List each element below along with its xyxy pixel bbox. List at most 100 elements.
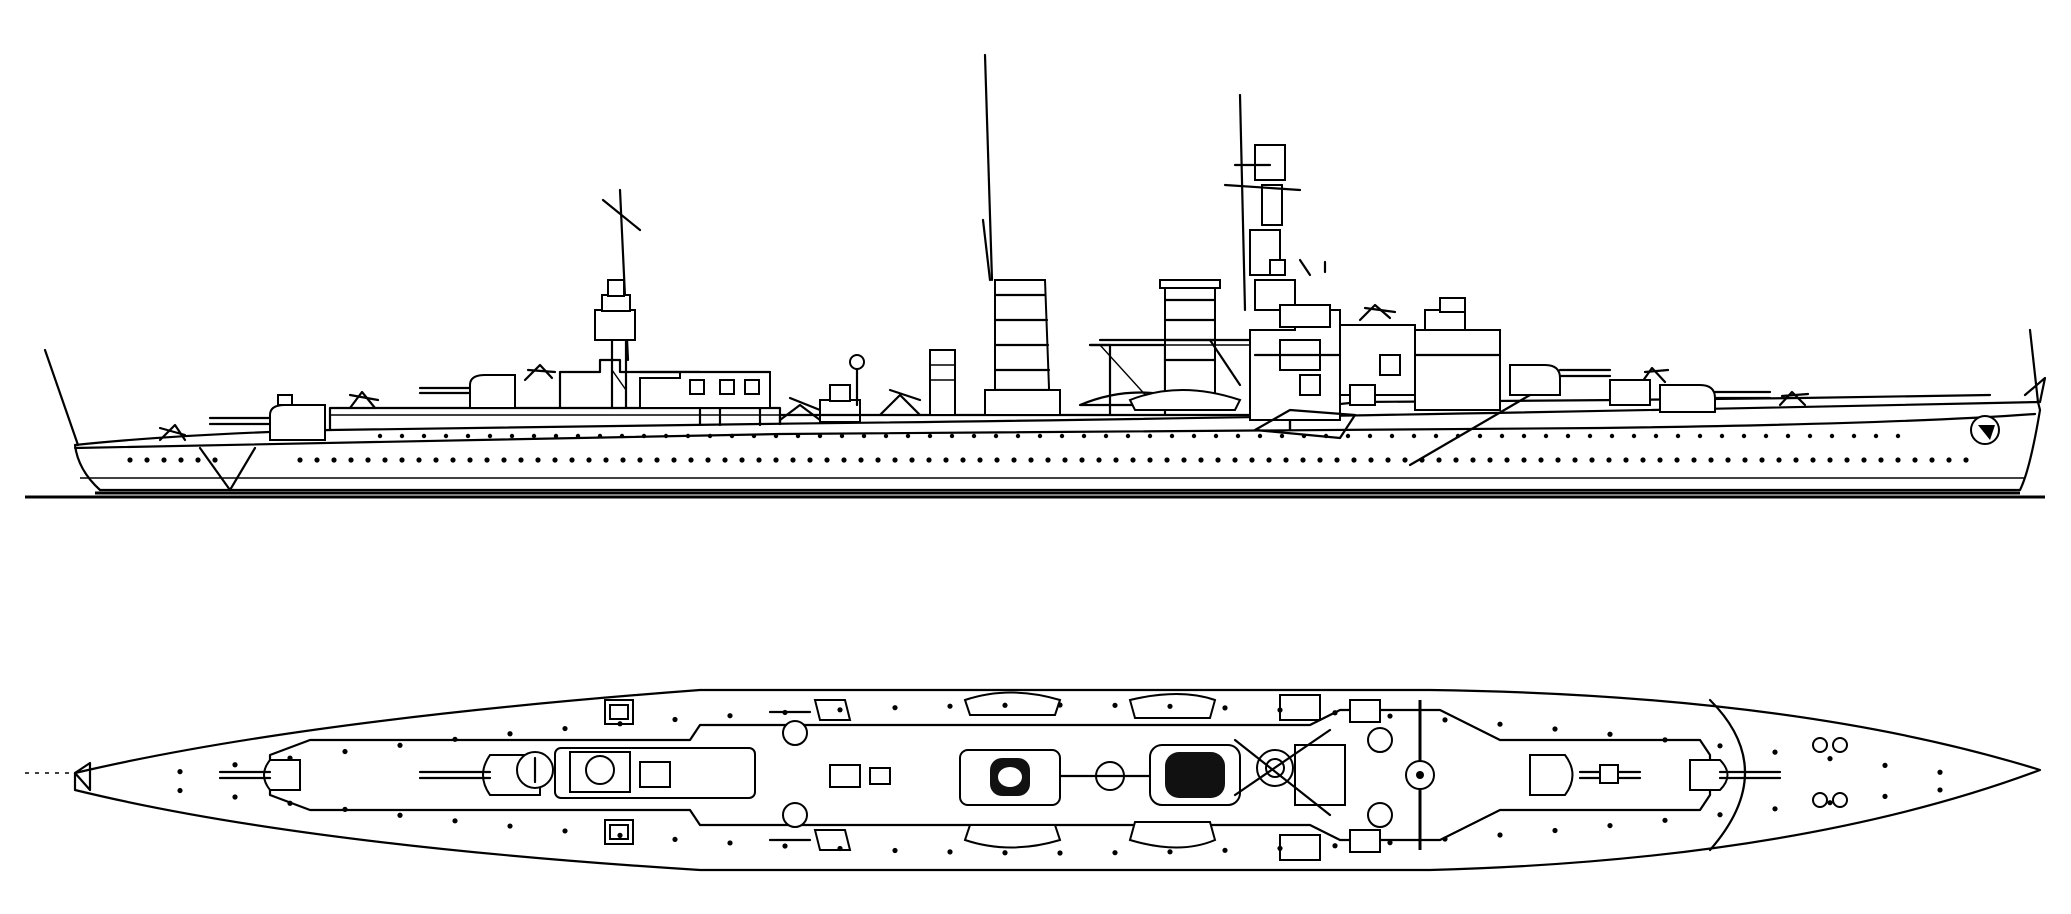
porthole: [861, 433, 867, 439]
deck-fitting: [1332, 843, 1338, 849]
porthole: [1249, 457, 1255, 463]
plan-aa-forward: [1349, 699, 1393, 853]
porthole: [751, 433, 757, 439]
porthole: [1125, 433, 1131, 439]
plan-turret-forward-a: [1689, 759, 1782, 791]
deck-fitting: [782, 843, 788, 849]
porthole: [1929, 457, 1935, 463]
deck-fitting: [727, 713, 733, 719]
plan-deck-box-fwd: [1599, 764, 1619, 784]
porthole: [773, 433, 779, 439]
porthole: [1351, 457, 1357, 463]
porthole: [1113, 457, 1119, 463]
plan-view: [25, 688, 2042, 872]
deck-fitting: [1607, 822, 1613, 829]
side-profile-view: [25, 53, 2047, 499]
deck-fitting: [782, 709, 788, 716]
porthole: [1606, 457, 1612, 463]
deck-fitting: [1937, 769, 1943, 775]
deck-fitting: [1222, 847, 1228, 853]
porthole: [817, 433, 823, 439]
porthole-row-lower: [377, 433, 1901, 439]
aft-turret-b: [418, 374, 516, 409]
porthole: [1844, 457, 1850, 463]
porthole: [1059, 433, 1065, 439]
porthole: [1147, 433, 1153, 439]
porthole: [1829, 433, 1835, 439]
deck-fitting: [1662, 817, 1668, 823]
deck-fitting: [1552, 827, 1558, 834]
porthole: [739, 457, 745, 463]
porthole: [773, 457, 779, 463]
plan-crane: [1058, 761, 1162, 791]
porthole: [348, 457, 354, 463]
porthole: [1895, 433, 1901, 439]
porthole: [1861, 457, 1867, 463]
porthole: [858, 457, 864, 463]
porthole: [1565, 433, 1571, 439]
porthole: [1895, 457, 1901, 463]
porthole: [1232, 457, 1238, 463]
porthole: [465, 433, 471, 439]
porthole: [1045, 457, 1051, 463]
plan-deck-fittings: [177, 702, 1943, 856]
porthole: [212, 457, 218, 463]
jackstaff: [2028, 328, 2040, 404]
porthole: [663, 433, 669, 439]
porthole: [841, 457, 847, 463]
porthole: [1283, 457, 1289, 463]
porthole: [795, 433, 801, 439]
porthole: [1851, 433, 1857, 439]
plan-turret-forward-b: [1529, 754, 1642, 796]
deck-fitting: [892, 847, 898, 854]
porthole: [1623, 457, 1629, 463]
deck-fitting: [947, 703, 953, 709]
porthole: [1653, 433, 1659, 439]
porthole: [586, 457, 592, 463]
deck-fitting: [1057, 850, 1063, 856]
porthole: [1912, 457, 1918, 463]
deck-fitting: [1717, 743, 1723, 749]
deck-fitting: [1497, 721, 1503, 727]
deck-fitting: [1827, 756, 1833, 762]
deck-fitting: [672, 716, 678, 723]
deck-fitting: [452, 818, 458, 824]
porthole: [1763, 433, 1769, 439]
deck-fitting: [232, 762, 238, 768]
porthole: [467, 457, 473, 463]
porthole: [1433, 433, 1439, 439]
deck-fitting: [1387, 713, 1393, 719]
porthole: [314, 457, 320, 463]
forward-funnel: [1159, 279, 1221, 401]
porthole: [1215, 457, 1221, 463]
searchlight-post: [849, 354, 865, 407]
porthole: [707, 433, 713, 439]
bow-fitting: [2023, 376, 2047, 404]
deck-fitting: [1277, 707, 1283, 713]
porthole: [1963, 457, 1969, 463]
porthole: [671, 457, 677, 463]
porthole: [1279, 433, 1285, 439]
porthole: [883, 433, 889, 439]
plan-deck-box: [829, 764, 861, 788]
porthole: [1169, 433, 1175, 439]
porthole: [195, 457, 201, 463]
plan-bridge: [1233, 728, 1346, 817]
porthole: [1164, 457, 1170, 463]
deck-fitting: [1717, 812, 1723, 818]
porthole: [641, 433, 647, 439]
porthole: [1675, 433, 1681, 439]
porthole: [399, 457, 405, 463]
deck-fitting: [1772, 806, 1778, 812]
porthole: [1147, 457, 1153, 463]
porthole: [1657, 457, 1663, 463]
porthole: [1697, 433, 1703, 439]
deck-fitting: [1222, 705, 1228, 711]
porthole: [1719, 433, 1725, 439]
plan-bow-fittings: [1812, 737, 1848, 808]
deck-fitting: [1442, 717, 1448, 723]
plan-aa-mounts-mid: [768, 699, 852, 851]
porthole: [144, 457, 150, 463]
porthole: [1402, 457, 1408, 463]
